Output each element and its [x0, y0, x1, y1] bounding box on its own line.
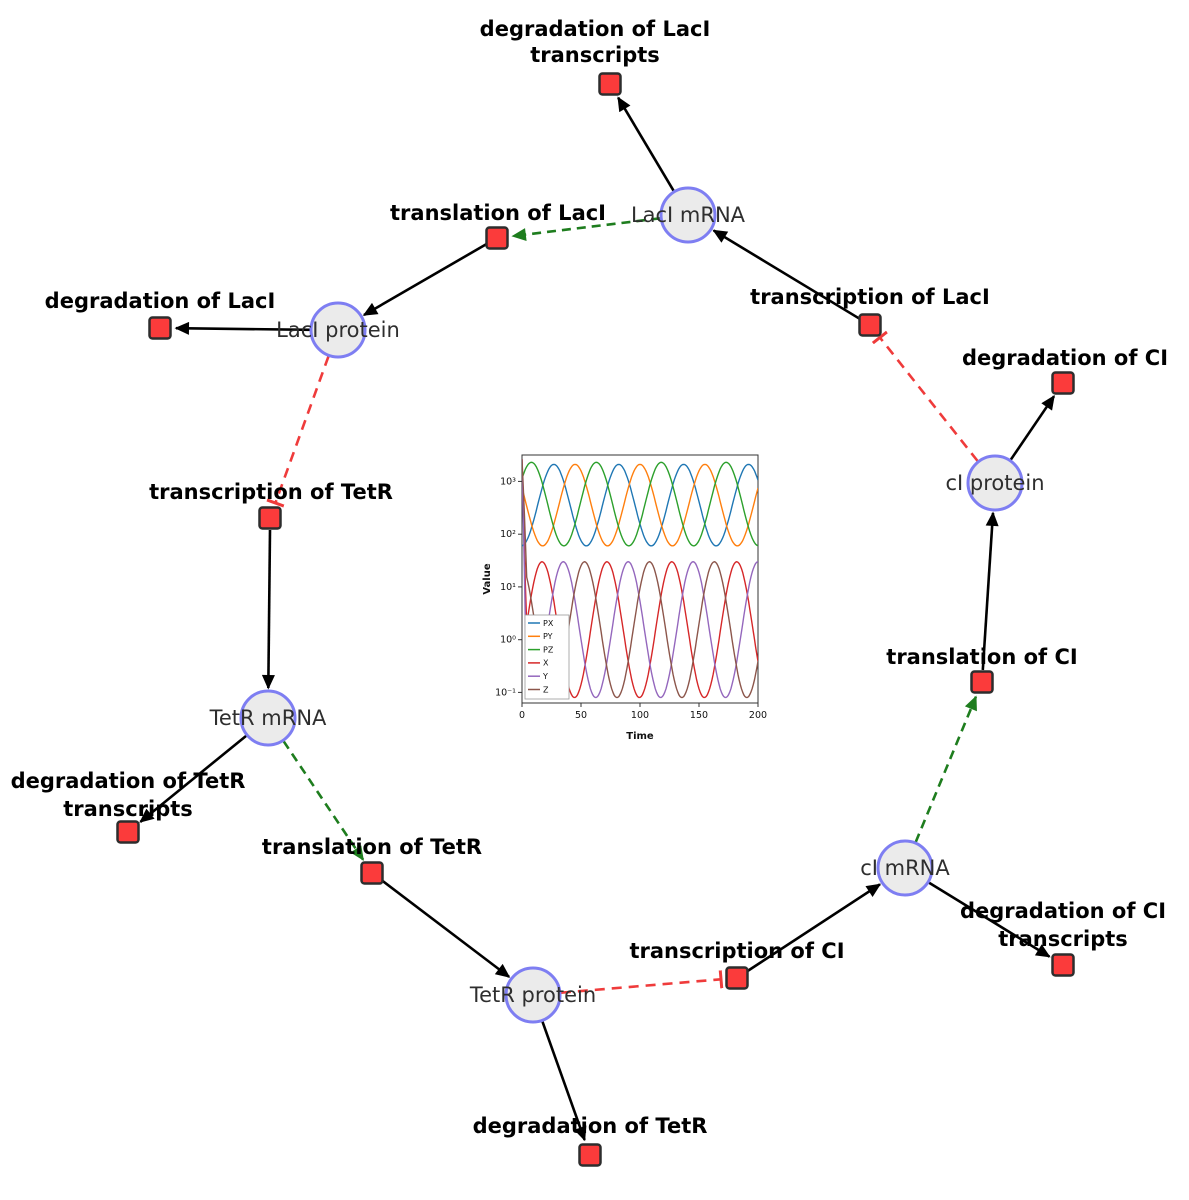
legend-label-py: PY	[543, 632, 553, 641]
species-label-ci-mrna: cI mRNA	[860, 856, 950, 880]
reaction-node-translation-tetr	[360, 861, 384, 885]
series-line-py	[522, 463, 758, 547]
y-axis: 10³ 10² 10¹ 10⁰ 10⁻¹ Value	[482, 477, 522, 698]
species-label-laci-mrna: LacI mRNA	[631, 203, 746, 227]
y-tick-1e-1: 10⁻¹	[495, 687, 516, 698]
reaction-label-deg-ci-transcripts-2: transcripts	[998, 927, 1128, 951]
x-tick-150: 150	[690, 710, 708, 721]
reaction-label-deg-tetr-transcripts-2: transcripts	[63, 797, 193, 821]
edge-transcription-ci-to-ci-mrna	[746, 883, 882, 973]
reaction-node-deg-ci	[1051, 371, 1075, 395]
edges	[139, 96, 1056, 1142]
edge-tetr-protein-inhibits-transcription-ci	[560, 970, 724, 994]
reaction-node-translation-laci	[485, 226, 509, 250]
reaction-node-transcription-laci	[858, 313, 882, 337]
edge-laci-mrna-modifier-translation-laci	[511, 217, 661, 241]
reaction-node-deg-laci-transcripts	[598, 72, 622, 96]
reaction-label-deg-ci: degradation of CI	[962, 346, 1168, 370]
legend-label-px: PX	[543, 619, 554, 628]
reaction-label-translation-laci: translation of LacI	[390, 201, 606, 225]
species-nodes	[239, 186, 1024, 1024]
reaction-node-transcription-tetr	[258, 506, 282, 530]
edge-translation-laci-to-laci-protein	[362, 242, 488, 317]
edge-tetr-protein-to-deg-tetr	[541, 1020, 587, 1142]
edge-ci-mrna-modifier-translation-ci	[914, 695, 978, 843]
edge-tetr-mrna-modifier-translation-tetr	[282, 740, 365, 861]
labels: LacI mRNA LacI protein TetR mRNA TetR pr…	[11, 17, 1168, 1138]
edge-laci-protein-inhibits-transcription-tetr	[266, 355, 330, 508]
edge-laci-protein-to-deg-laci	[174, 321, 311, 335]
y-tick-1e1: 10¹	[500, 582, 516, 593]
reaction-label-transcription-ci: transcription of CI	[629, 939, 844, 963]
reaction-label-deg-laci: degradation of LacI	[45, 289, 276, 313]
edge-laci-mrna-to-deg-laci-transcripts	[617, 96, 675, 192]
edge-translation-ci-to-ci-protein	[981, 511, 999, 671]
reaction-label-deg-ci-transcripts-1: degradation of CI	[960, 899, 1166, 923]
reaction-node-deg-tetr	[578, 1143, 602, 1167]
edge-ci-protein-inhibits-transcription-laci	[871, 330, 979, 462]
x-tick-0: 0	[519, 710, 525, 721]
edge-transcription-tetr-to-tetr-mrna	[261, 529, 275, 690]
reaction-label-translation-tetr: translation of TetR	[262, 835, 482, 859]
edge-translation-tetr-to-tetr-protein	[380, 879, 511, 978]
reaction-node-deg-tetr-transcripts	[116, 820, 140, 844]
chart-legend: PX PY PZ X Y Z	[524, 614, 570, 700]
edge-transcription-laci-to-laci-mrna	[712, 229, 861, 320]
species-label-tetr-protein: TetR protein	[469, 983, 596, 1007]
species-node-laci-protein	[309, 301, 367, 359]
x-tick-200: 200	[749, 710, 767, 721]
reaction-label-translation-ci: translation of CI	[886, 645, 1077, 669]
y-tick-1e0: 10⁰	[500, 635, 516, 646]
reaction-label-deg-tetr-transcripts-1: degradation of TetR	[11, 769, 246, 793]
species-node-ci-protein	[966, 454, 1024, 512]
species-node-ci-mrna	[876, 839, 934, 897]
series-line-y	[522, 459, 758, 699]
reaction-node-translation-ci	[970, 670, 994, 694]
y-tick-1e3: 10³	[500, 477, 516, 488]
legend-label-y: Y	[542, 672, 548, 681]
reaction-label-transcription-laci: transcription of LacI	[750, 285, 990, 309]
reaction-node-deg-ci-transcripts	[1051, 953, 1075, 977]
x-axis: 0 50 100 150 Time 200	[519, 703, 767, 742]
series-line-pz	[522, 461, 758, 547]
species-label-ci-protein: cI protein	[945, 471, 1044, 495]
species-node-tetr-protein	[504, 966, 562, 1024]
reaction-label-transcription-tetr: transcription of TetR	[149, 480, 393, 504]
reaction-label-deg-laci-transcripts-1: degradation of LacI	[480, 17, 711, 41]
species-label-tetr-mrna: TetR mRNA	[209, 706, 327, 730]
y-tick-1e2: 10²	[500, 529, 516, 540]
edge-tetr-mrna-to-deg-tetr-transcripts	[139, 734, 248, 823]
reaction-label-deg-laci-transcripts-2: transcripts	[530, 43, 660, 67]
y-axis-label: Value	[482, 563, 493, 594]
reaction-node-deg-laci	[148, 316, 172, 340]
species-label-laci-protein: LacI protein	[276, 318, 400, 342]
x-tick-50: 50	[575, 710, 587, 721]
x-axis-label: Time	[626, 731, 654, 742]
reaction-label-deg-tetr: degradation of TetR	[473, 1114, 708, 1138]
reaction-nodes	[116, 72, 1075, 1167]
species-node-laci-mrna	[659, 186, 717, 244]
reaction-node-transcription-ci	[725, 966, 749, 990]
edge-ci-protein-to-deg-ci	[1009, 395, 1056, 461]
legend-label-pz: PZ	[543, 645, 554, 654]
legend-label-z: Z	[543, 685, 549, 694]
legend-label-x: X	[543, 659, 549, 668]
species-node-tetr-mrna	[239, 689, 297, 747]
inset-chart: 10³ 10² 10¹ 10⁰ 10⁻¹ Value 0 50 100 150 …	[468, 439, 770, 759]
x-tick-100: 100	[631, 710, 649, 721]
edge-ci-mrna-to-deg-ci-transcripts	[928, 881, 1051, 958]
